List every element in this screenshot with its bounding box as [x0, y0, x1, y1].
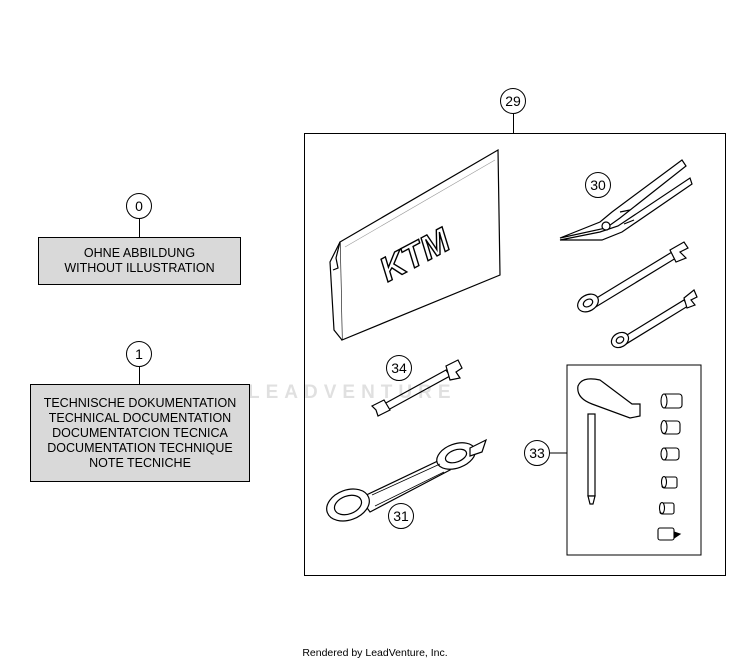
open-end-wrench-icon: [370, 359, 463, 417]
toolkit-frame: [304, 133, 726, 576]
callout-1: 1: [126, 341, 152, 367]
footer-credit: Rendered by LeadVenture, Inc.: [302, 647, 448, 659]
leader-29: [513, 114, 514, 133]
callout-0-text: 0: [135, 198, 143, 214]
callout-34-text: 34: [391, 360, 407, 376]
spanner-icon: [326, 438, 488, 522]
callout-33: 33: [524, 440, 550, 466]
callout-30-text: 30: [590, 177, 606, 193]
box1-line1: TECHNISCHE DOKUMENTATION: [43, 395, 237, 410]
technical-documentation-box: TECHNISCHE DOKUMENTATION TECHNICAL DOCUM…: [30, 384, 250, 482]
box1-line4: DOCUMENTATION TECHNIQUE: [47, 440, 233, 455]
without-illustration-box: OHNE ABBILDUNG WITHOUT ILLUSTRATION: [38, 237, 241, 285]
callout-31-text: 31: [393, 508, 409, 524]
callout-1-text: 1: [135, 346, 143, 362]
box1-line5: NOTE TECNICHE: [89, 455, 191, 470]
t-handle-icon: [577, 378, 641, 505]
tool-pouch: [329, 148, 501, 341]
box1-line2: TECHNICAL DOCUMENTATION: [48, 410, 232, 425]
callout-30: 30: [585, 172, 611, 198]
t-handle-set-box: [566, 364, 702, 556]
callout-29: 29: [500, 88, 526, 114]
small-wrench-icon: [610, 289, 698, 349]
callout-34: 34: [386, 355, 412, 381]
callout-29-text: 29: [505, 93, 521, 109]
combination-wrench-icon: [577, 241, 689, 313]
box0-line2: WITHOUT ILLUSTRATION: [64, 261, 215, 275]
leader-0: [139, 219, 140, 237]
callout-31: 31: [388, 503, 414, 529]
socket-bits-icon: [657, 393, 683, 541]
box0-line1: OHNE ABBILDUNG: [83, 246, 196, 260]
pliers-icon: [559, 159, 693, 241]
callout-33-text: 33: [529, 445, 545, 461]
callout-0: 0: [126, 193, 152, 219]
watermark: LEADVENTURE: [248, 382, 457, 403]
box1-line3: DOCUMENTATCION TECNICA: [52, 425, 228, 440]
leader-1: [139, 367, 140, 384]
